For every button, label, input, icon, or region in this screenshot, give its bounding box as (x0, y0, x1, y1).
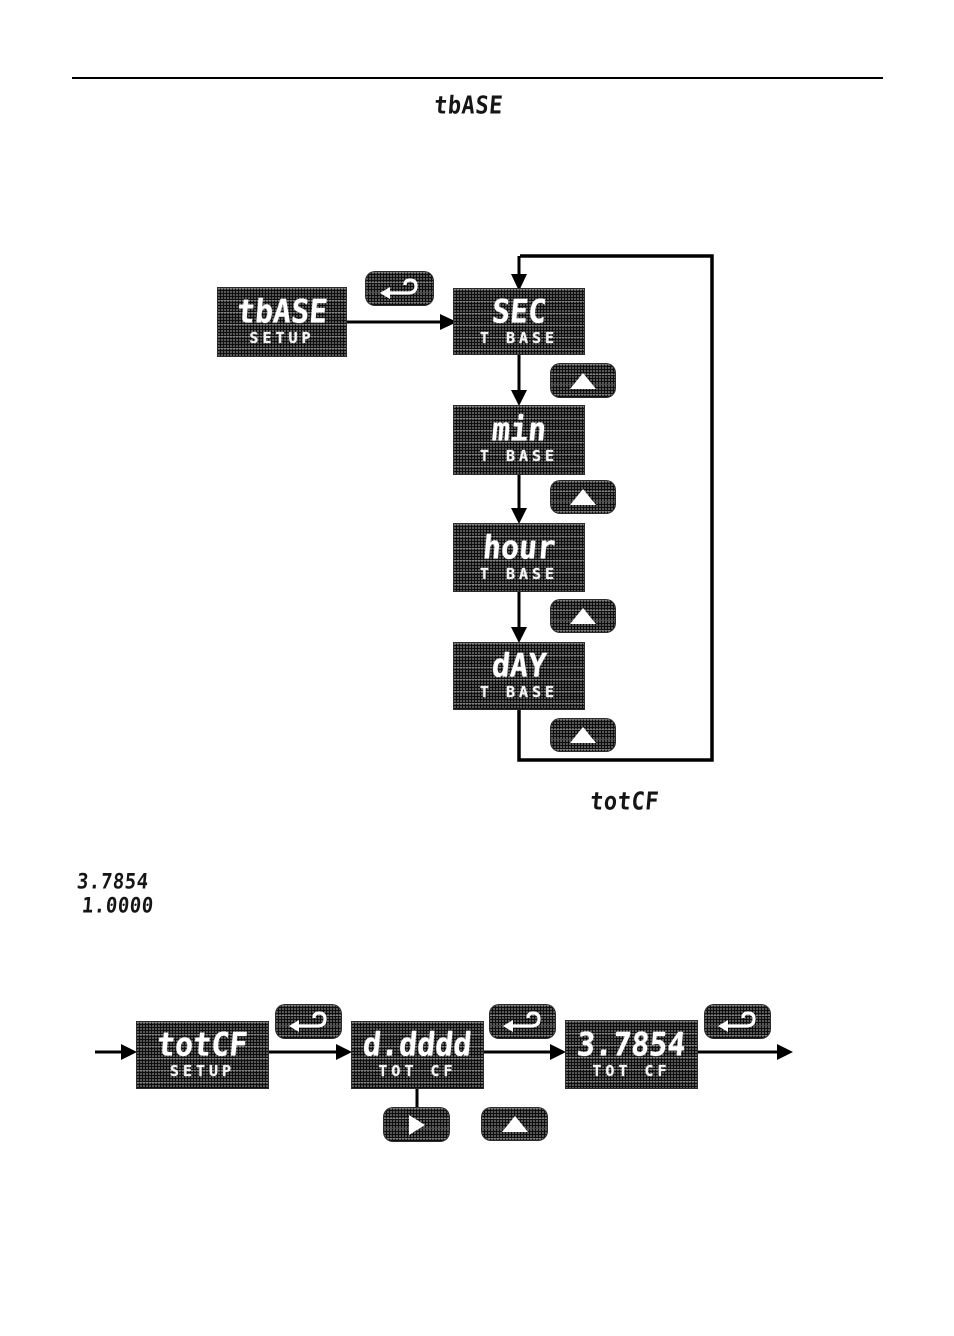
return-arrow-icon (717, 1010, 756, 1032)
lcd-sub-text: SETUP (249, 329, 315, 347)
lcd-display-hour-tbase: hour T BASE (454, 524, 584, 591)
right-triangle-icon (408, 1114, 425, 1135)
lcd-display-value-totcf: 3.7854 TOT CF (566, 1021, 697, 1088)
lcd-sub-text: TOT CF (378, 1062, 457, 1080)
lcd-sub-text: T BASE (479, 447, 559, 465)
lcd-sub-text: T BASE (479, 328, 559, 347)
up-key-button (551, 600, 615, 632)
up-key-button (551, 481, 615, 513)
lcd-main-text: tbASE (235, 293, 329, 332)
up-triangle-icon (570, 608, 596, 624)
return-arrow-icon (502, 1010, 541, 1032)
enter-key-button (276, 1005, 341, 1038)
enter-key-button (705, 1005, 770, 1038)
up-triangle-icon (570, 372, 596, 389)
right-key-button (384, 1108, 449, 1141)
lcd-display-totcf-setup: totCF SETUP (137, 1022, 268, 1088)
lcd-main-text: d.dddd (361, 1026, 474, 1065)
up-key-button (551, 719, 615, 751)
lcd-display-digits-totcf: d.dddd TOT CF (352, 1022, 483, 1088)
lcd-main-text: min (490, 411, 548, 450)
return-arrow-icon (288, 1010, 327, 1032)
up-key-button (551, 364, 615, 397)
lcd-main-text: hour (481, 529, 557, 567)
lcd-display-sec-tbase: SEC T BASE (454, 289, 584, 354)
lcd-sub-text: TOT CF (592, 1061, 671, 1080)
lcd-main-text: totCF (155, 1026, 250, 1065)
return-arrow-icon (379, 277, 418, 299)
lcd-main-text: 3.7854 (575, 1026, 688, 1064)
enter-key-button (366, 272, 433, 305)
inline-value-lcd: 1.0000 (80, 893, 155, 919)
lcd-display-min-tbase: min T BASE (454, 406, 584, 474)
inline-value-lcd: 3.7854 (75, 869, 150, 895)
header-rule (72, 77, 883, 79)
lcd-sub-text: SETUP (169, 1062, 236, 1080)
up-triangle-icon (570, 727, 596, 743)
section-keyword-lcd: totCF (588, 788, 661, 817)
lcd-main-text: SEC (490, 293, 548, 331)
lcd-sub-text: T BASE (479, 683, 559, 701)
up-triangle-icon (501, 1116, 528, 1132)
lcd-main-text: dAY (490, 647, 548, 686)
up-triangle-icon (570, 489, 596, 505)
lcd-display-tbase-setup: tbASE SETUP (218, 288, 346, 356)
lcd-sub-text: T BASE (479, 564, 559, 583)
up-key-button (482, 1108, 547, 1140)
lcd-display-day-tbase: dAY T BASE (454, 643, 584, 709)
enter-key-button (490, 1005, 555, 1038)
